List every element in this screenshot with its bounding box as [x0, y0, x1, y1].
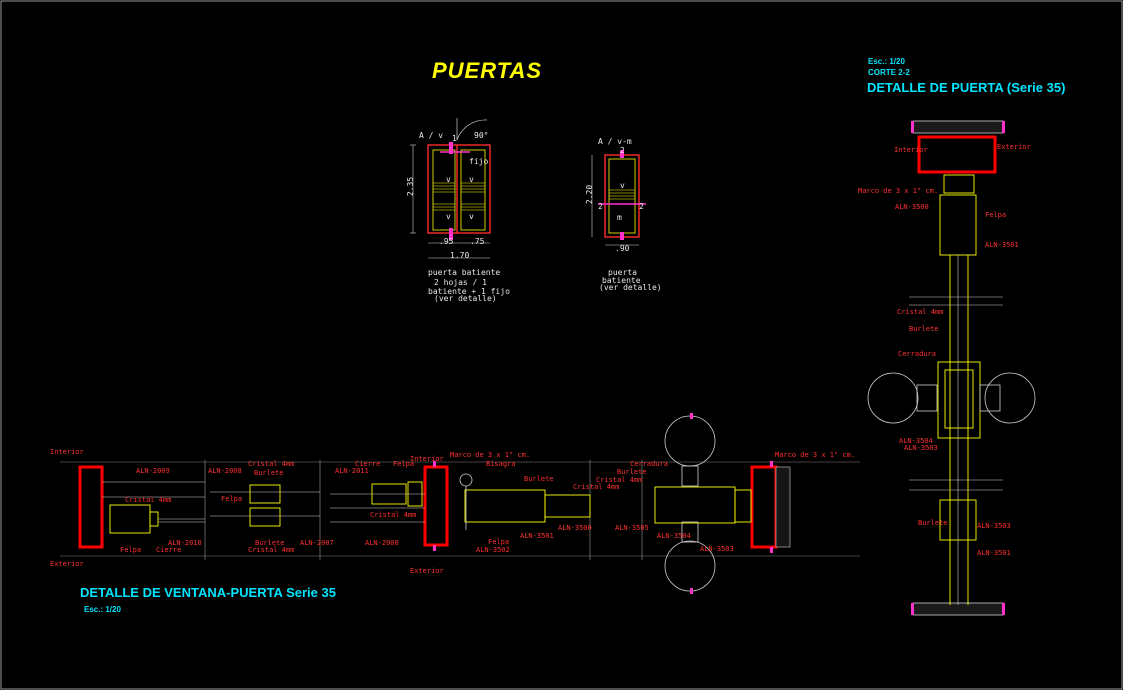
win-burlete-e: Burlete	[524, 475, 554, 483]
elev1-angle: 90°	[474, 131, 489, 140]
door-burlete-b: Burlete	[918, 519, 948, 527]
win-marco-a: Marco de 3 x 1" cm.	[450, 451, 531, 459]
door-interior: Interior	[894, 146, 928, 154]
elev1-caption-4: (ver detalle)	[434, 294, 497, 303]
win-felpa-e: Felpa	[488, 538, 510, 546]
win-aln2008-a: ALN-2008	[208, 467, 242, 475]
win-cristal-d: Cristal 4mm	[370, 511, 417, 519]
win-cierre-a: Cierre	[156, 546, 182, 554]
win-cristal-f: Cristal 4mm	[596, 476, 643, 484]
win-cerradura-a: Cerradura	[630, 460, 668, 468]
door-detail-scale: Esc.: 1/20	[868, 57, 905, 66]
elev2-height: 2.20	[585, 184, 595, 205]
door-marco: Marco de 3 x 1" cm.	[858, 187, 939, 195]
elev1-width-right: .75	[470, 237, 485, 246]
win-aln3501-a: ALN-3501	[520, 532, 554, 540]
win-cierre-d: Cierre	[355, 460, 381, 468]
elev2-m: m	[617, 213, 622, 222]
win-exterior-left: Exterior	[50, 560, 84, 568]
elev1-width-total: 1.70	[450, 251, 470, 260]
win-burlete-c: Burlete	[255, 539, 285, 547]
door-elevation-1	[410, 118, 491, 259]
win-aln2009: ALN-2009	[136, 467, 170, 475]
win-aln2008-b: ALN-2008	[365, 539, 399, 547]
sheet-title: PUERTAS	[432, 58, 543, 83]
door-aln3501-a: ALN-3501	[985, 241, 1019, 249]
elev2-width: .90	[615, 244, 630, 253]
elev2-caption-1: puerta	[608, 268, 637, 277]
win-marco-b: Marco de 3 x 1" cm.	[775, 451, 856, 459]
win-cristal-e: Cristal 4mm	[573, 483, 620, 491]
win-felpa-a: Felpa	[120, 546, 142, 554]
win-aln3503-a: ALN-3503	[700, 545, 734, 553]
win-aln3504: ALN-3504	[657, 532, 691, 540]
door-aln3504: ALN-3504	[899, 437, 933, 445]
win-felpa-d: Felpa	[393, 460, 415, 468]
win-interior-left: Interior	[50, 448, 84, 456]
win-burlete-b: Burlete	[254, 469, 284, 477]
elev1-width-left: .95	[439, 237, 454, 246]
elev1-v2: v	[469, 175, 474, 184]
win-aln3505: ALN-3505	[615, 524, 649, 532]
win-cristal-a: Cristal 4mm	[125, 496, 172, 504]
door-aln3500: ALN-3500	[895, 203, 929, 211]
elev1-v3: v	[446, 212, 451, 221]
door-aln3503: ALN-3503	[904, 444, 938, 452]
win-aln2007: ALN-2007	[300, 539, 334, 547]
window-detail-scale: Esc.: 1/20	[84, 605, 121, 614]
door-elevation-2	[591, 150, 646, 246]
win-burlete-f: Burlete	[617, 468, 647, 476]
door-burlete-a: Burlete	[909, 325, 939, 333]
elev2-v: v	[620, 181, 625, 190]
elev2-cut-left: 2	[598, 202, 603, 211]
win-interior-mid: Interior	[410, 455, 444, 463]
elev2-marker: 2	[620, 146, 625, 155]
win-bisagra: Bisagra	[486, 460, 516, 468]
door-aln3501-b: ALN-3501	[977, 549, 1011, 557]
win-aln3502: ALN-3502	[476, 546, 510, 554]
win-aln3500-a: ALN-3500	[558, 524, 592, 532]
door-detail-title: DETALLE DE PUERTA (Serie 35)	[867, 80, 1066, 95]
win-aln2011: ALN-2011	[335, 467, 369, 475]
door-vertical-section	[867, 120, 1036, 616]
elev1-label-top: A / v	[419, 131, 444, 140]
window-door-horizontal-section	[60, 413, 860, 594]
elev1-fijo: fijo	[469, 157, 489, 166]
elev1-caption-1: puerta batiente	[428, 268, 501, 277]
elev1-caption-2: 2 hojas / 1	[434, 278, 487, 287]
win-cristal-c: Cristal 4mm	[248, 546, 295, 554]
elev1-v1: v	[446, 175, 451, 184]
door-aln3503-b: ALN-3503	[977, 522, 1011, 530]
door-felpa: Felpa	[985, 211, 1007, 219]
door-detail-section: CORTE 2-2	[868, 68, 910, 77]
win-aln2010: ALN-2010	[168, 539, 202, 547]
elev1-v4: v	[469, 212, 474, 221]
elev1-marker: 1	[452, 134, 457, 143]
window-detail-title: DETALLE DE VENTANA-PUERTA Serie 35	[80, 585, 336, 600]
elev2-cut-right: 2	[639, 202, 644, 211]
win-felpa-b: Felpa	[221, 495, 243, 503]
door-exterior: Exterior	[997, 143, 1031, 151]
door-cristal: Cristal 4mm	[897, 308, 944, 316]
elev1-caption-3: batiente + 1 fijo	[428, 287, 510, 296]
elev1-height: 2.35	[406, 176, 416, 197]
win-cristal-b: Cristal 4mm	[248, 460, 295, 468]
win-exterior-mid: Exterior	[410, 567, 444, 575]
door-cerradura: Cerradura	[898, 350, 936, 358]
elev2-label-top: A / v-m	[598, 137, 632, 146]
elev2-caption-3: (ver detalle)	[599, 283, 662, 292]
elev2-caption-2: batiente	[602, 276, 641, 285]
